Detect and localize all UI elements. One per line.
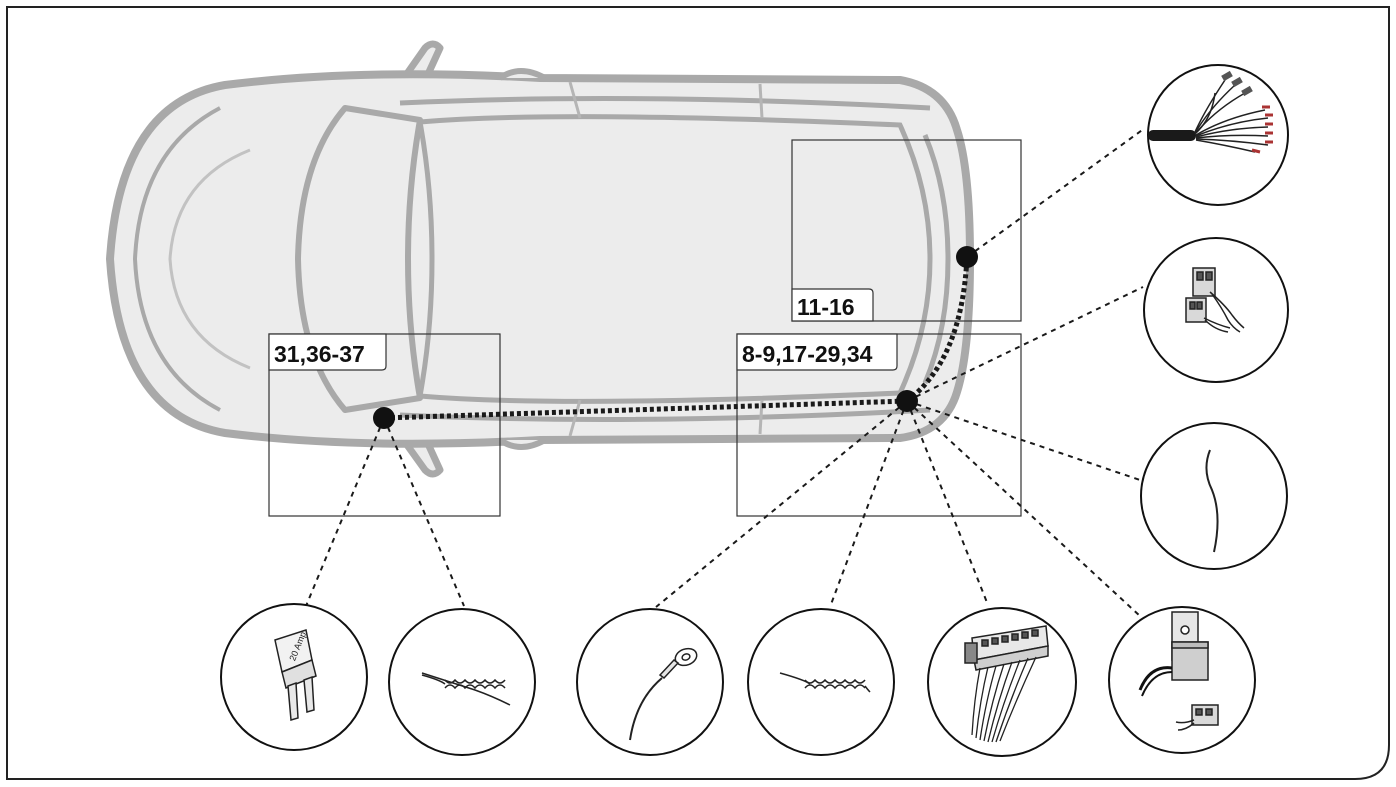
nose-inner-line (168, 148, 251, 370)
connection-point-front (373, 407, 395, 429)
harness-route (383, 256, 970, 421)
component-twisted-wire-front (388, 608, 536, 756)
twisted-wire-icon (779, 672, 871, 693)
leader-lines (305, 127, 1146, 617)
wheel-arch-fr (498, 437, 547, 450)
twisted-wire-icon (421, 672, 511, 706)
component-fuse: 20 Amp (220, 603, 368, 751)
multi-pin-connector-icon (964, 625, 1049, 743)
zone-label-rear-upper: 11-16 (797, 294, 855, 320)
connection-point-rear-light (956, 246, 978, 268)
zone-rear-lower: 8-9,17-29,34 (736, 333, 1022, 517)
component-multi-pin-connector (927, 607, 1077, 757)
door-line-2 (758, 83, 764, 119)
zone-rear-upper: 11-16 (791, 139, 1022, 322)
wire-loom-icon (1148, 70, 1273, 154)
connector-plug-icon (1185, 267, 1245, 333)
ring-terminal-icon (629, 647, 698, 741)
zone-label-front: 31,36-37 (274, 341, 365, 367)
zone-label-rear-lower: 8-9,17-29,34 (742, 341, 873, 367)
wire-icon (1205, 449, 1219, 553)
rear-window (922, 134, 951, 384)
door-line-3 (568, 399, 582, 437)
component-wiring-loom (1147, 64, 1289, 206)
roof-rail-left (399, 96, 931, 111)
component-single-wire (1140, 422, 1288, 570)
zone-front: 31,36-37 (268, 333, 501, 517)
door-line-1 (568, 81, 582, 119)
component-relay-module (1108, 606, 1256, 754)
component-two-pin-connector (1143, 237, 1289, 383)
wheel-arch-fl (498, 68, 547, 81)
door-line-4 (758, 399, 764, 435)
relay-icon (1138, 611, 1219, 731)
fuse-icon: 20 Amp (274, 629, 317, 721)
connection-point-rear (896, 390, 918, 412)
component-ring-terminal (576, 608, 724, 756)
roof-rail-right (399, 407, 931, 422)
component-twisted-wire-rear (747, 608, 895, 756)
hood-line (132, 106, 221, 412)
car-top-view (105, 40, 975, 478)
